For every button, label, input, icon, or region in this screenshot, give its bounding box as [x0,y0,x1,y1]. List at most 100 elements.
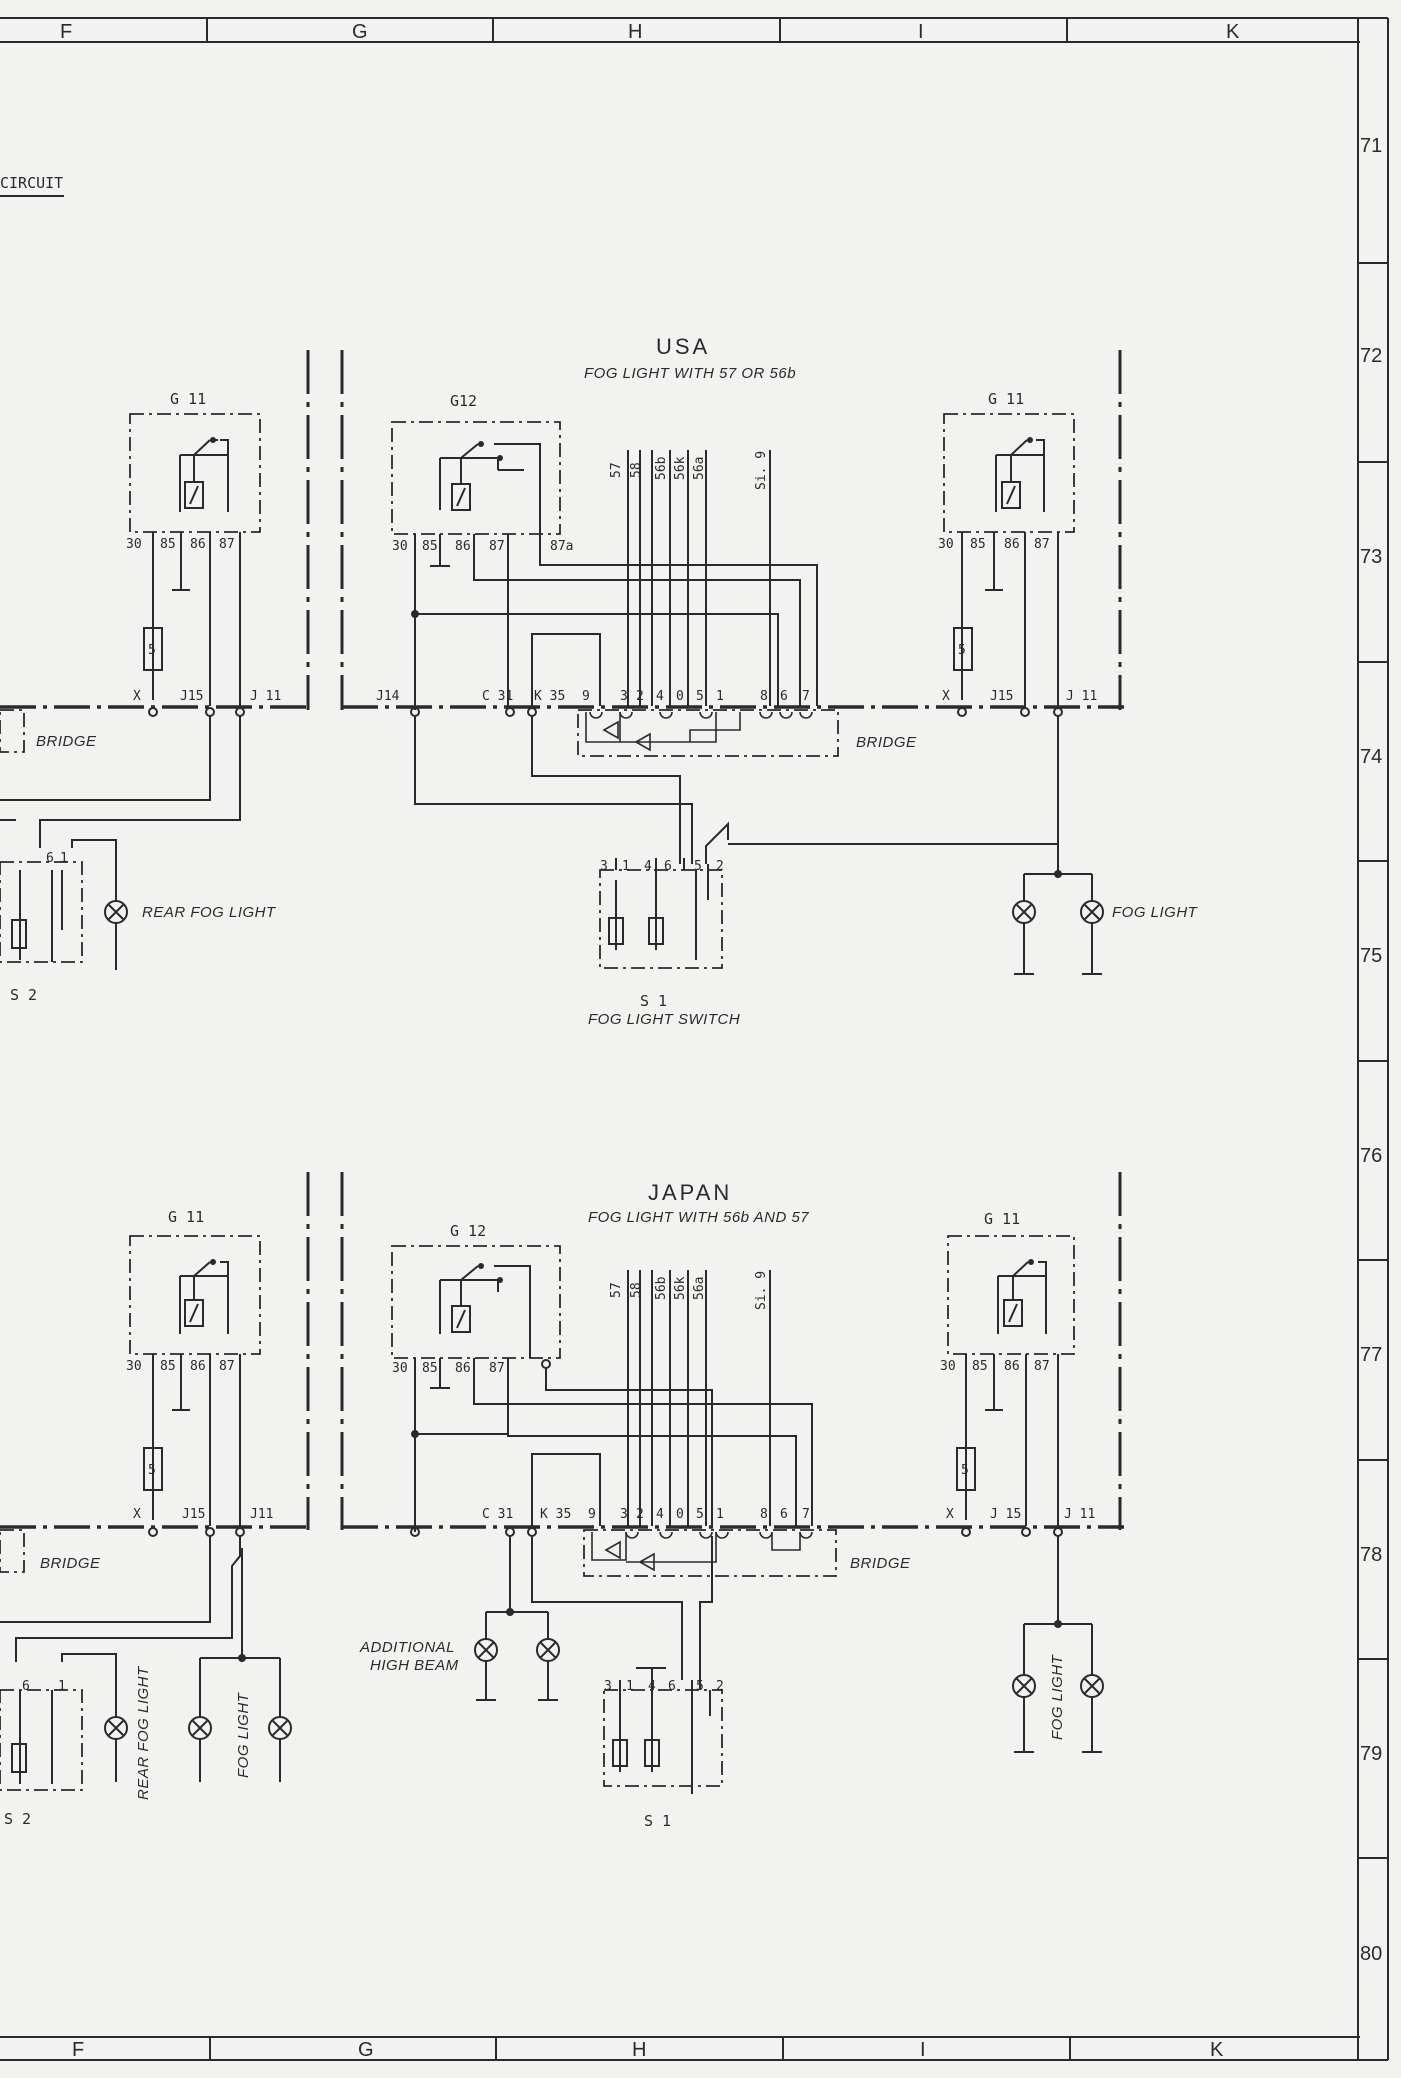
conn-x: X [133,689,141,704]
pin: 87 [219,537,235,552]
bridge-left: BRIDGE [36,733,97,750]
conn-x: X [942,689,950,704]
pin: 87 [1034,1359,1050,1374]
row-labels: 71 72 73 74 75 76 77 78 79 80 [1360,135,1382,1965]
s1-pin: 5 [696,1679,704,1694]
s2-pin: 1 [60,851,68,866]
row-label: 79 [1360,1743,1382,1765]
bridge-pin: 9 [582,689,590,704]
fog-light-label: FOG LIGHT [1112,904,1199,921]
high-beam-label: HIGH BEAM [370,1657,459,1674]
column-labels: F G H I K F G H I K [60,21,1240,2061]
pin: 87 [219,1359,235,1374]
usa-circuit: USA FOG LIGHT WITH 57 OR 56b G 11 30 85 … [0,334,1199,1028]
conn-j15: J15 [182,1507,205,1522]
bridge-pin: 5 [696,1507,704,1522]
usa-feed-wires: 57 58 56b 56k 56a Si. 9 [609,450,771,706]
pin: 86 [1004,1359,1020,1374]
pin: 30 [126,537,142,552]
row-label: 71 [1360,135,1382,157]
bridge-pin: 3 [620,689,628,704]
japan-subtitle: FOG LIGHT WITH 56b AND 57 [588,1209,809,1226]
s1-pin: 6 [668,1679,676,1694]
pin: 30 [938,537,954,552]
conn-j11: J 11 [1064,1507,1095,1522]
pin: 87 [489,1361,505,1376]
bridge-pin: 0 [676,1507,684,1522]
row-label: 73 [1360,546,1382,568]
s1-name: FOG LIGHT SWITCH [588,1011,740,1028]
relay-g12-label: G 12 [450,1222,486,1240]
bridge-pin: 1 [716,689,724,704]
bridge-pin: 6 [780,689,788,704]
pin: 85 [422,539,438,554]
row-label: 78 [1360,1544,1382,1566]
s1-label: S 1 [640,992,667,1010]
col-label: I [918,21,924,43]
conn-j11: J 11 [250,689,281,704]
pin: 85 [972,1359,988,1374]
conn-j11: J 11 [1066,689,1097,704]
conn-k35: K 35 [540,1507,571,1522]
pin: 85 [160,1359,176,1374]
relay-g11-right-label: G 11 [988,390,1024,408]
row-label: 74 [1360,746,1382,768]
row-label: 76 [1360,1145,1382,1167]
bridge-pin: 7 [802,1507,810,1522]
row-label: 72 [1360,345,1382,367]
japan-feed-wires: 57 58 56b 56k 56a Si. 9 [609,1270,771,1526]
relay-g11-right-label: G 11 [984,1210,1020,1228]
conn-x: X [946,1507,954,1522]
relay-g11-left-label: G 11 [170,390,206,408]
s2-pin: 6 [22,1679,30,1694]
s1-pin: 1 [626,1679,634,1694]
s1-pin: 2 [716,1679,724,1694]
pin: 85 [970,537,986,552]
conn-j15: J15 [990,689,1013,704]
bridge-pin: 2 [636,689,644,704]
japan-circuit: JAPAN FOG LIGHT WITH 56b AND 57 G 11 30 … [0,1172,1124,1830]
bridge-pin: 3 [620,1507,628,1522]
wire-56a: 56a [692,1277,707,1300]
s2-pin: 1 [58,1679,66,1694]
s2-label: S 2 [4,1810,31,1828]
conn-j15: J 15 [990,1507,1021,1522]
pin: 86 [455,1361,471,1376]
fuse-label: 5 [961,1463,969,1478]
fog-light-label-left: FOG LIGHT [235,1691,252,1778]
bridge-pin: 8 [760,689,768,704]
col-label: G [358,2039,374,2061]
row-label: 80 [1360,1943,1382,1965]
bridge-pin: 4 [656,1507,664,1522]
pin: 30 [940,1359,956,1374]
bridge-pin: 8 [760,1507,768,1522]
col-label: K [1210,2039,1224,2061]
pin: 30 [392,539,408,554]
s1-pin: 6 [664,859,672,874]
col-label: F [60,21,72,43]
conn-x: X [133,1507,141,1522]
rear-fog-light-label: REAR FOG LIGHT [142,904,277,921]
wire-56b: 56b [654,456,669,480]
grid-frame [0,17,1389,2061]
pin: 85 [160,537,176,552]
bridge-pin: 1 [716,1507,724,1522]
s2-label: S 2 [10,986,37,1004]
pin: 30 [392,1361,408,1376]
relay-g11-left-label: G 11 [168,1208,204,1226]
fuse-label: 5 [148,643,156,658]
col-label: F [72,2039,84,2061]
bridge-pins-bottom: 9 3 2 4 0 5 1 8 6 7 [588,1507,810,1522]
s1-pin: 5 [694,859,702,874]
s1-pin: 3 [600,859,608,874]
fuse-label: 5 [148,1463,156,1478]
pin-87a: 87a [550,539,573,554]
fuse-label: 5 [958,643,966,658]
pin: 87 [1034,537,1050,552]
s1-pin: 4 [644,859,652,874]
conn-c31: C 31 [482,1507,513,1522]
col-label: K [1226,21,1240,43]
fog-light-label-right: FOG LIGHT [1049,1653,1066,1740]
bridge-mid: BRIDGE [850,1555,911,1572]
